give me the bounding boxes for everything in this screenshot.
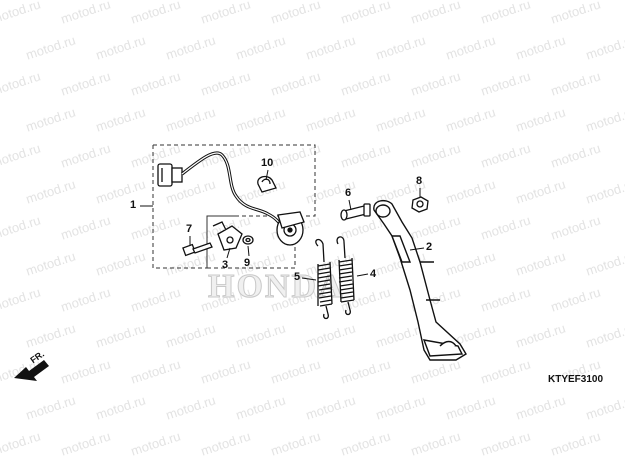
spring-4 xyxy=(336,236,355,316)
washer-part xyxy=(242,235,254,245)
side-stand-part xyxy=(373,199,467,361)
pivot-bolt-part xyxy=(340,203,371,221)
callout-9: 9 xyxy=(244,257,251,269)
spring-5 xyxy=(315,238,333,320)
callout-2: 2 xyxy=(426,241,433,253)
leader-lines xyxy=(140,169,425,281)
callout-5: 5 xyxy=(294,271,301,283)
callout-4: 4 xyxy=(370,268,377,280)
assembly-frame xyxy=(152,144,316,269)
wire-clamp-part xyxy=(257,175,277,193)
bolt-part xyxy=(182,242,213,257)
callout-6: 6 xyxy=(345,187,352,199)
callout-8: 8 xyxy=(416,175,423,187)
callout-7: 7 xyxy=(186,223,193,235)
diagram-code: KTYEF3100 xyxy=(548,374,604,385)
switch-connector xyxy=(157,163,183,187)
side-stand-switch xyxy=(276,211,305,246)
switch-bracket-part xyxy=(212,221,243,251)
front-arrow-icon xyxy=(14,360,49,381)
callout-1: 1 xyxy=(130,199,137,211)
callout-3: 3 xyxy=(222,259,229,271)
callout-10: 10 xyxy=(261,157,274,169)
sub-assembly-frame xyxy=(206,215,296,269)
nut-part xyxy=(411,196,429,213)
